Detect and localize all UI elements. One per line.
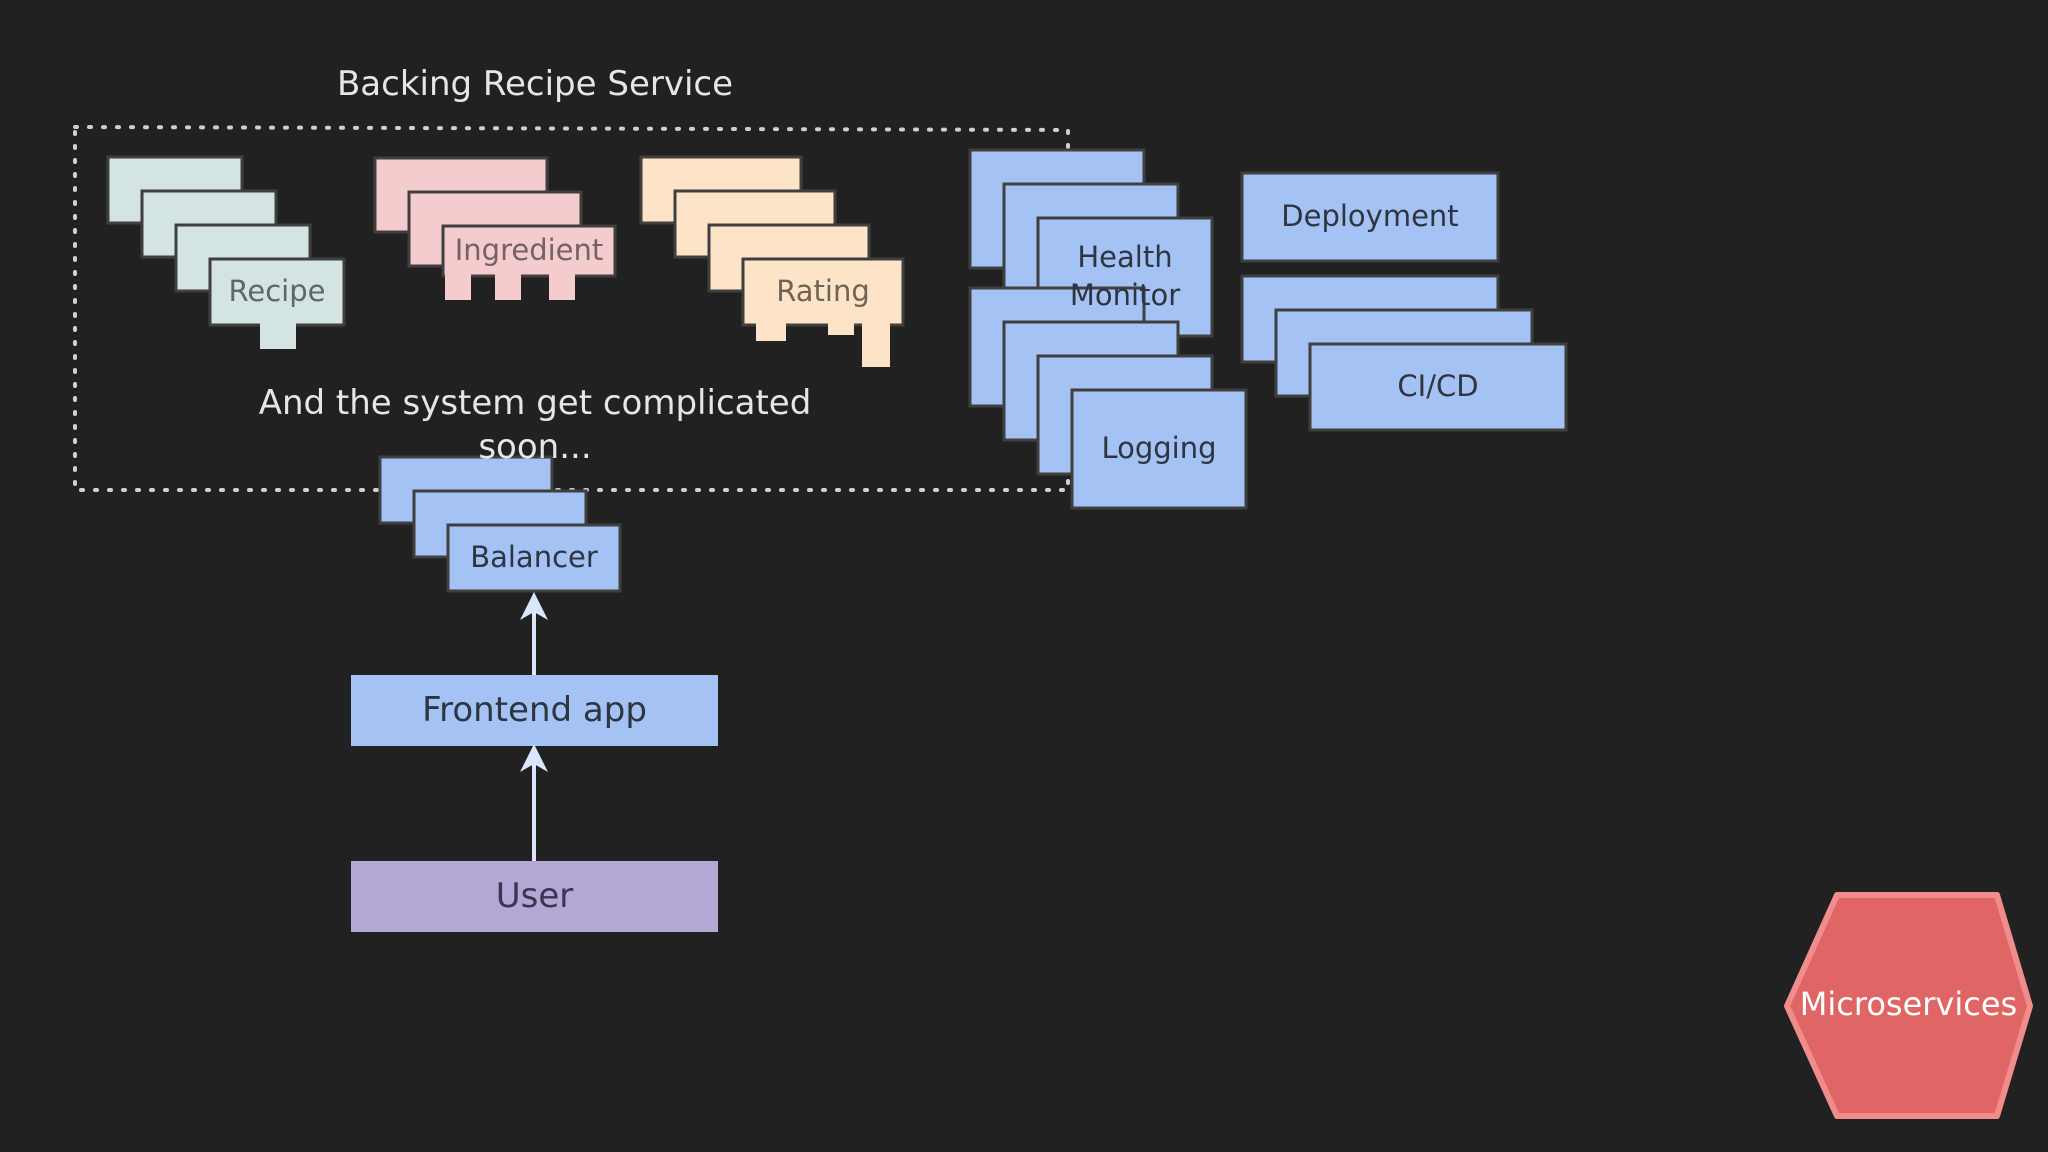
recipe-card-tab	[260, 323, 296, 349]
arrow-user-to-frontend-head	[520, 744, 548, 772]
microservices-label: Microservices	[1799, 985, 2018, 1024]
ingredient-card-tab	[445, 274, 471, 300]
deployment-box	[1240, 171, 1500, 263]
logging-stack	[968, 286, 1248, 510]
recipe-service-stack	[106, 155, 346, 349]
logging-label: Logging	[1101, 431, 1217, 466]
note-text: And the system get complicated soon...	[258, 382, 812, 467]
microservices-hexagon	[1784, 892, 2033, 1119]
rating-card-tab	[828, 323, 854, 335]
recipe-label: Recipe	[228, 274, 326, 309]
health-monitor-label: Health Monitor	[1069, 240, 1181, 312]
ingredient-card	[441, 224, 617, 278]
deployment-label: Deployment	[1281, 199, 1459, 234]
cicd-label: CI/CD	[1397, 369, 1479, 404]
balancer-card	[446, 523, 622, 593]
rating-card	[741, 257, 905, 327]
ingredient-service-stack	[373, 156, 617, 300]
rating-card-tab	[756, 323, 786, 341]
user-box	[351, 861, 718, 932]
user-label: User	[495, 876, 574, 917]
ingredient-card-tab	[495, 274, 521, 300]
frontend-app-box	[351, 675, 718, 746]
cicd-card	[1308, 342, 1568, 432]
balancer-stack	[378, 455, 622, 593]
cicd-stack	[1240, 274, 1568, 432]
service-group-boundary	[73, 124, 1070, 492]
arrow-frontend-to-balancer-head	[520, 592, 548, 620]
frontend-app-label: Frontend app	[422, 690, 647, 731]
balancer-label: Balancer	[470, 540, 598, 575]
rating-service-stack	[639, 155, 905, 367]
rating-label: Rating	[776, 274, 870, 309]
logging-card	[1070, 388, 1248, 510]
flow-arrows	[520, 592, 548, 861]
group-title: Backing Recipe Service	[336, 63, 734, 104]
rating-card-tab	[862, 323, 890, 367]
ingredient-card-tab	[549, 274, 575, 300]
ingredient-label: Ingredient	[454, 233, 604, 268]
